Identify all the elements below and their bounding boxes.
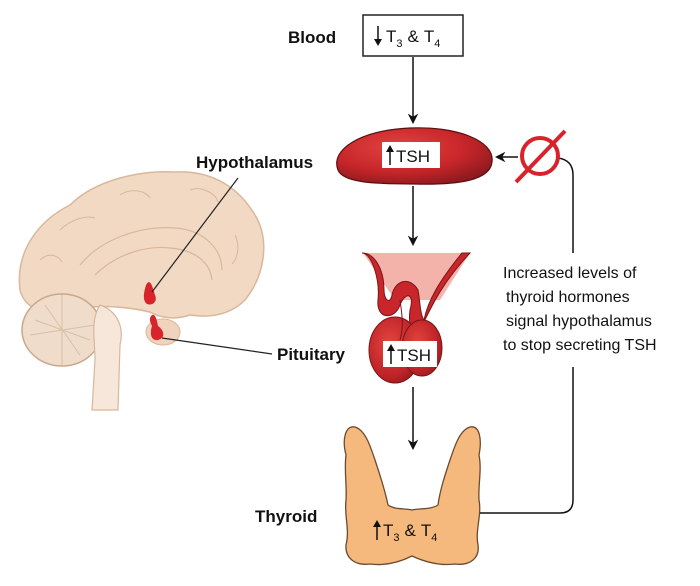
pituitary-tsh-text: TSH <box>397 346 431 365</box>
thyroid-gland: T3&T4 <box>343 426 481 566</box>
ampersand: & <box>408 27 420 46</box>
hypothalamus-tsh-text: TSH <box>396 147 430 166</box>
feedback-note-line: Increased levels of <box>503 265 637 282</box>
ampersand: & <box>405 521 417 540</box>
brainstem <box>91 304 122 411</box>
blood-label: Blood <box>288 28 336 47</box>
brain-pituitary-red <box>149 314 164 341</box>
thyroid-label: Thyroid <box>255 507 317 526</box>
brain-hypothalamus-red <box>143 282 156 305</box>
blood-hormone-box: T3&T4 <box>362 14 464 57</box>
t4-label: T <box>424 27 434 46</box>
hypothalamus-leader-line <box>151 177 239 293</box>
brain-illustration <box>18 171 265 411</box>
svg-text:T3&T4: T3&T4 <box>386 27 440 50</box>
t3-label: T <box>383 521 393 540</box>
t4-label: T <box>421 521 431 540</box>
pituitary-label: Pituitary <box>277 345 346 364</box>
feedback-loop-line-upper <box>557 157 574 253</box>
feedback-loop-line <box>480 367 574 514</box>
t3-subscript: 3 <box>396 38 402 50</box>
null-sign-icon <box>514 129 567 184</box>
pituitary-leader-line <box>161 337 273 355</box>
cerebellum <box>21 293 103 367</box>
pituitary-gland: TSH <box>361 252 472 384</box>
feedback-note-line: thyroid hormones <box>506 289 630 306</box>
hypothalamus-label: Hypothalamus <box>196 153 313 172</box>
feedback-note-line: to stop secreting TSH <box>503 337 657 354</box>
svg-text:T3&T4: T3&T4 <box>383 521 437 544</box>
t3-subscript: 3 <box>393 532 399 544</box>
feedback-note: Increased levels of thyroid hormones sig… <box>503 265 657 354</box>
t4-subscript: 4 <box>431 532 437 544</box>
t4-subscript: 4 <box>434 38 440 50</box>
t3-label: T <box>386 27 396 46</box>
hypothalamus-gland: TSH <box>336 127 493 185</box>
feedback-note-line: signal hypothalamus <box>506 313 652 330</box>
brain-cortex <box>18 171 265 319</box>
